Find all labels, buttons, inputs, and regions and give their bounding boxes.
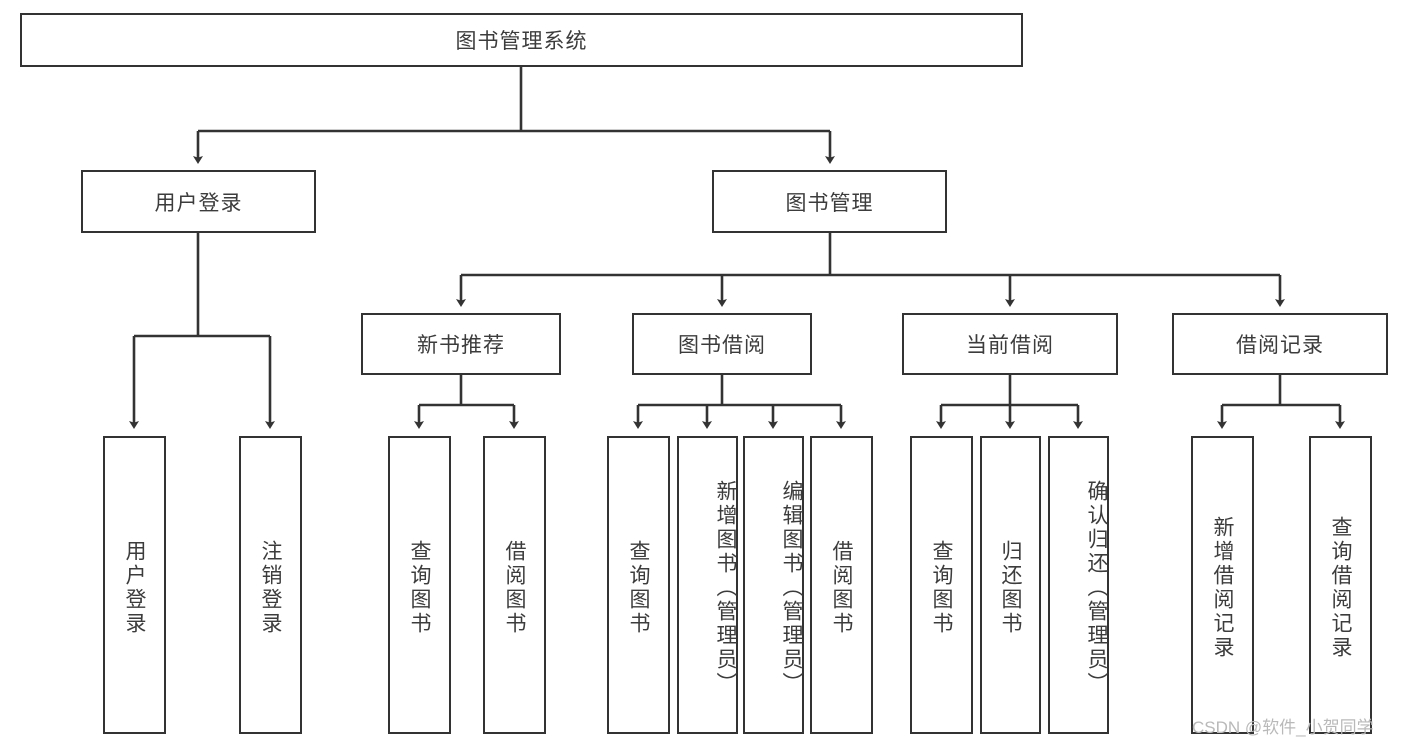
leaf-borrow-borrow-books[interactable]: 借阅图书	[810, 436, 873, 734]
leaf-current-query-books[interactable]: 查询图书	[910, 436, 973, 734]
node-label: 注销登录	[259, 540, 282, 636]
node-label: 查询图书	[408, 540, 431, 636]
node-label: 编辑图书（管理员）	[780, 480, 803, 696]
node-borrowing-record[interactable]: 借阅记录	[1172, 313, 1388, 375]
leaf-borrow-add-book-admin[interactable]: 新增图书（管理员）	[677, 436, 738, 734]
node-label: 图书借阅	[678, 334, 766, 357]
leaf-borrow-edit-book-admin[interactable]: 编辑图书（管理员）	[743, 436, 804, 734]
node-label: 新增图书（管理员）	[714, 480, 737, 696]
leaf-newbook-query-books[interactable]: 查询图书	[388, 436, 451, 734]
leaf-record-query-borrow-record[interactable]: 查询借阅记录	[1309, 436, 1372, 734]
node-book-borrowing[interactable]: 图书借阅	[632, 313, 812, 375]
leaf-user-login-signin[interactable]: 用户登录	[103, 436, 166, 734]
node-label: 查询图书	[627, 540, 650, 636]
leaf-current-return-books[interactable]: 归还图书	[980, 436, 1041, 734]
leaf-borrow-query-books[interactable]: 查询图书	[607, 436, 670, 734]
node-label: 用户登录	[123, 540, 146, 636]
leaf-user-login-signout[interactable]: 注销登录	[239, 436, 302, 734]
node-label: 用户登录	[154, 191, 243, 215]
node-label: 新书推荐	[417, 334, 505, 357]
node-label: 图书管理	[785, 191, 874, 215]
node-user-login[interactable]: 用户登录	[81, 170, 316, 233]
node-label: 借阅记录	[1236, 334, 1324, 357]
node-label: 当前借阅	[966, 334, 1054, 357]
leaf-current-confirm-return-admin[interactable]: 确认归还（管理员）	[1048, 436, 1109, 734]
node-label: 确认归还（管理员）	[1085, 480, 1108, 696]
node-label: 新增借阅记录	[1211, 516, 1234, 660]
node-label: 归还图书	[999, 540, 1022, 636]
watermark-text: CSDN @软件_小贺同学	[1192, 718, 1374, 737]
node-root-book-management-system[interactable]: 图书管理系统	[20, 13, 1023, 67]
node-new-book-recommendation[interactable]: 新书推荐	[361, 313, 561, 375]
leaf-newbook-borrow-books[interactable]: 借阅图书	[483, 436, 546, 734]
node-label: 图书管理系统	[455, 30, 588, 53]
node-label: 借阅图书	[503, 540, 526, 636]
node-label: 查询图书	[930, 540, 953, 636]
node-label: 查询借阅记录	[1329, 516, 1352, 660]
leaf-record-add-borrow-record[interactable]: 新增借阅记录	[1191, 436, 1254, 734]
node-book-management[interactable]: 图书管理	[712, 170, 947, 233]
node-current-borrowing[interactable]: 当前借阅	[902, 313, 1118, 375]
node-label: 借阅图书	[830, 540, 853, 636]
